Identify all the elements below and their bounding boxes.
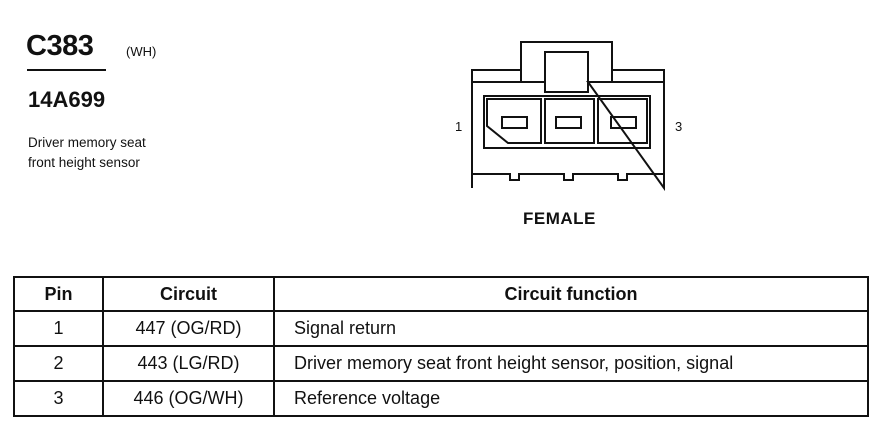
pin-terminal-3: [610, 116, 637, 129]
cell-circuit: 447 (OG/RD): [102, 310, 275, 347]
pin-terminal-1: [501, 116, 528, 129]
header-pin: Pin: [13, 276, 104, 312]
pin-cavity-3: [597, 98, 648, 144]
cell-function: Reference voltage: [273, 380, 869, 417]
header-circuit: Circuit: [102, 276, 275, 312]
table-row: 3 446 (OG/WH) Reference voltage: [13, 380, 869, 417]
table-row: 2 443 (LG/RD) Driver memory seat front h…: [13, 345, 869, 382]
connector-id: C383: [26, 30, 94, 62]
pin-label-1: 1: [455, 119, 463, 134]
gender-label: FEMALE: [523, 209, 596, 228]
pin-table: Pin Circuit Circuit function 1 447 (OG/R…: [13, 276, 869, 417]
pin-cavity-2: [544, 98, 595, 144]
cell-function: Driver memory seat front height sensor, …: [273, 345, 869, 382]
cell-pin: 1: [13, 310, 104, 347]
bottom-rail: [472, 173, 664, 181]
table-row: 1 447 (OG/RD) Signal return: [13, 310, 869, 347]
cell-pin: 2: [13, 345, 104, 382]
connector-color: (WH): [126, 44, 157, 59]
table-header-row: Pin Circuit Circuit function: [13, 276, 869, 312]
part-number: 14A699: [28, 87, 106, 112]
pin-label-3: 3: [675, 119, 683, 134]
pin-cavity-1: [486, 98, 542, 144]
latch-tab: [520, 41, 613, 70]
connector-housing: [471, 69, 665, 192]
description-line: front height sensor: [28, 155, 140, 170]
pin-terminal-2: [555, 116, 582, 129]
cell-function: Signal return: [273, 310, 869, 347]
cell-pin: 3: [13, 380, 104, 417]
header-function: Circuit function: [273, 276, 869, 312]
cell-circuit: 446 (OG/WH): [102, 380, 275, 417]
cell-circuit: 443 (LG/RD): [102, 345, 275, 382]
latch-center-block: [544, 51, 589, 93]
cavity-block: [483, 95, 651, 149]
connector-id-underline: [27, 69, 106, 71]
description-line: Driver memory seat: [28, 135, 146, 150]
